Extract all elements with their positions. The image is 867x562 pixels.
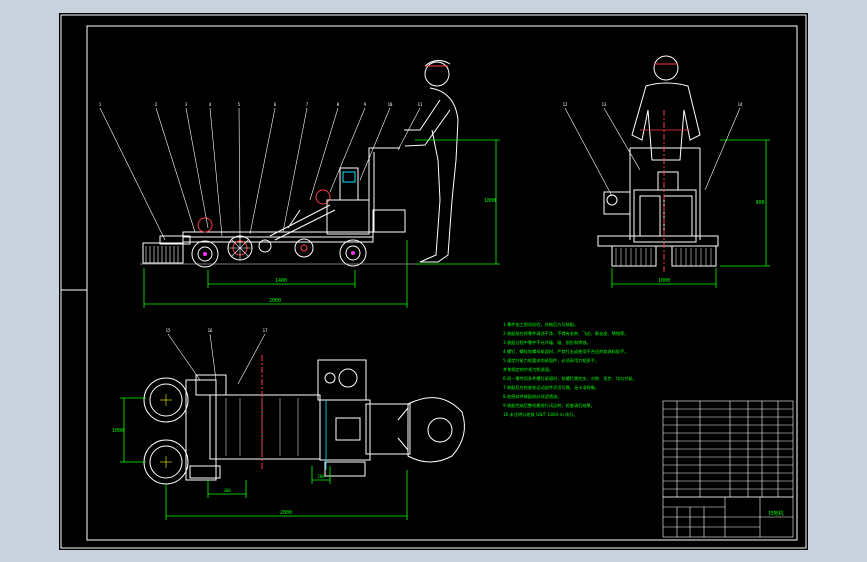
side-brush-top — [143, 377, 189, 423]
front-view-dimensions — [611, 139, 770, 288]
front-brush-right — [671, 245, 717, 267]
top-view-leaders — [167, 333, 266, 385]
handle-bar — [368, 147, 400, 232]
dim-side-height: 1800 — [484, 198, 496, 204]
balloon-17: 17 — [263, 328, 268, 333]
dim-top-small-a: 300 — [223, 488, 231, 493]
note-line-10: 9.装配完成后整机需进行试运转，检查清扫效果。 — [503, 402, 595, 409]
title-block-name: 扫地机 — [768, 510, 783, 517]
technical-notes: 1.零件加工前须检验，合格后方可装配。 2.装配前应将零件清洗干净，不得有毛刺、… — [503, 321, 637, 418]
battery — [339, 167, 359, 201]
front-view — [597, 55, 719, 267]
balloon-3: 3 — [185, 102, 188, 107]
title-block — [662, 496, 794, 538]
balloon-6: 6 — [274, 102, 277, 107]
note-line-3: 3.装配过程中零件不允许磕、碰、划伤和锈蚀。 — [503, 339, 591, 346]
dust-box — [372, 209, 406, 233]
note-line-1: 1.零件加工前须检验，合格后方可装配。 — [503, 321, 578, 328]
rear-wheel — [339, 239, 367, 267]
note-line-4: 4.螺钉、螺栓和螺母紧固时，严禁打击或使用不合适的旋具和扳手。 — [503, 348, 628, 355]
balloon-1: 1 — [99, 102, 102, 107]
operator-head-front — [653, 55, 679, 81]
operator-head — [424, 61, 450, 87]
balloon-4: 4 — [209, 102, 212, 107]
balloon-2: 2 — [155, 102, 158, 107]
balloon-9: 9 — [364, 102, 367, 107]
drawing-sheet — [59, 13, 808, 550]
note-line-6: 并按规定的拧紧力矩紧固。 — [503, 366, 553, 373]
balloon-16: 16 — [208, 328, 213, 333]
note-line-8: 7.装配后应检查各运动部件灵活可靠，无卡滞现象。 — [503, 384, 599, 391]
top-view-dimensions — [120, 397, 408, 520]
side-view-leaders — [99, 107, 421, 241]
dim-top-small-b: 200 — [317, 474, 325, 479]
top-view-balloons: 15 16 17 — [166, 328, 268, 333]
note-line-9: 8.各密封件装配前必须浸透油。 — [503, 393, 561, 400]
front-view-leaders — [564, 107, 741, 197]
operator-body — [419, 87, 459, 263]
balloon-15: 15 — [166, 328, 171, 333]
balloon-11: 11 — [418, 102, 423, 107]
front-view-balloons: 12 13 14 — [563, 102, 743, 107]
inner-frame — [86, 25, 798, 541]
outer-border — [60, 14, 807, 549]
dim-front-width: 1000 — [658, 278, 670, 284]
mid-wheel — [294, 238, 314, 258]
front-brush — [142, 242, 184, 264]
balloon-10: 10 — [388, 102, 393, 107]
dim-side-overall: 2000 — [269, 298, 281, 304]
note-line-5: 5.规定拧紧力矩要求的紧固件，必须采用力矩扳手， — [503, 357, 599, 364]
balloon-7: 7 — [306, 102, 309, 107]
front-wheel — [191, 240, 219, 268]
balloon-8: 8 — [337, 102, 340, 107]
note-line-2: 2.装配前应将零件清洗干净，不得有毛刺、飞边、氧化皮、锈蚀等。 — [503, 330, 628, 337]
balloon-12: 12 — [563, 102, 568, 107]
front-brush-left — [611, 245, 657, 267]
side-view — [140, 147, 420, 268]
side-view-dimensions — [143, 139, 500, 308]
note-line-7: 6.同一零件用多件螺钉紧固时，各螺钉需交叉、对称、逐步、均匀拧紧。 — [503, 375, 637, 382]
side-view-balloons: 1 2 3 4 5 6 7 8 9 10 11 — [99, 102, 423, 107]
dim-front-height: 900 — [755, 200, 764, 206]
note-line-11: 10.未注明公差按 GB/T 1804-m 执行。 — [503, 411, 578, 418]
dim-side-inner: 1400 — [275, 278, 287, 284]
dim-top-left: 1000 — [112, 428, 124, 434]
operator-side — [404, 60, 459, 263]
operator-torso-front — [631, 82, 701, 161]
balloon-5: 5 — [238, 102, 241, 107]
operator-top — [407, 397, 465, 463]
dim-top-bottom: 2000 — [280, 510, 292, 516]
balloon-13: 13 — [602, 102, 607, 107]
balloon-14: 14 — [738, 102, 743, 107]
parts-list — [662, 400, 794, 498]
